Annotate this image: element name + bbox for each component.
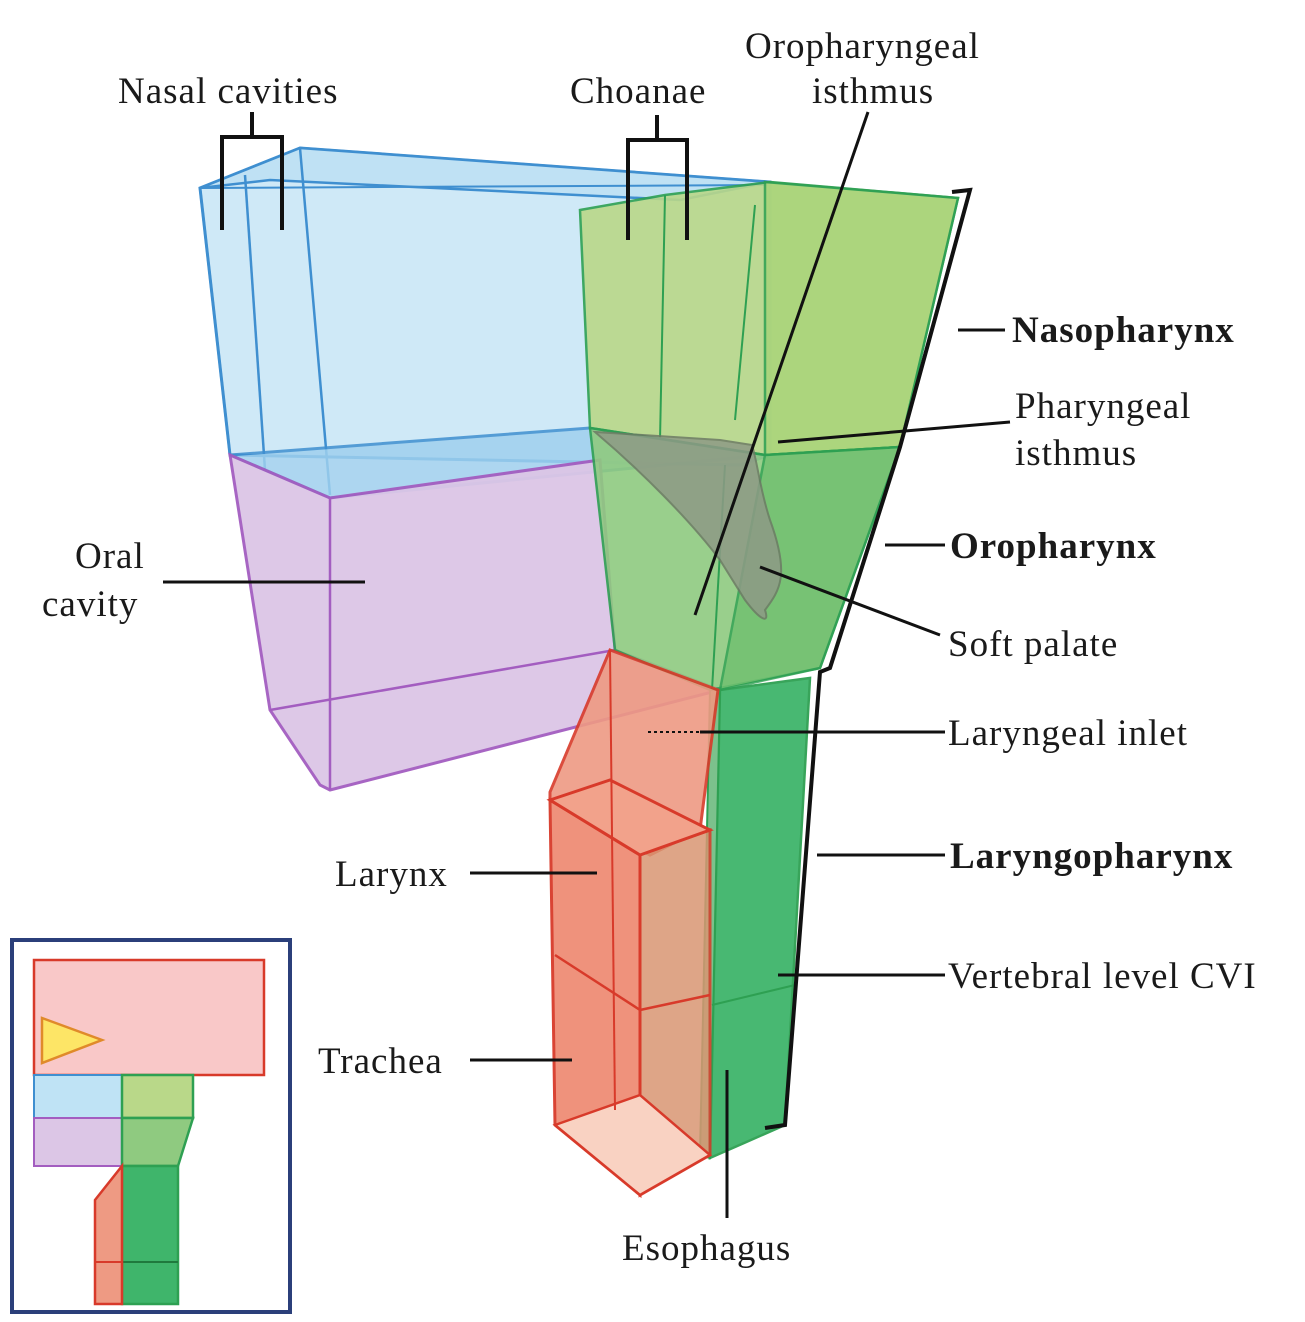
label-oropharyngeal-isthmus-line1: Oropharyngeal: [745, 26, 980, 67]
label-trachea: Trachea: [318, 1041, 443, 1082]
label-nasopharynx: Nasopharynx: [1012, 310, 1235, 351]
label-pharyngeal-isthmus-line2: isthmus: [1015, 433, 1137, 474]
label-oral-cavity-line2: cavity: [42, 584, 138, 625]
label-esophagus: Esophagus: [622, 1228, 791, 1269]
label-nasal-cavities: Nasal cavities: [118, 71, 339, 112]
label-laryngeal-inlet: Laryngeal inlet: [948, 713, 1188, 754]
label-vertebral-level: Vertebral level CVI: [948, 956, 1257, 997]
label-oral-cavity-line1: Oral: [75, 536, 145, 577]
label-oropharynx: Oropharynx: [950, 526, 1157, 567]
label-laryngopharynx: Laryngopharynx: [950, 836, 1233, 877]
label-choanae: Choanae: [570, 71, 706, 112]
inset-head: [34, 960, 264, 1075]
label-pharyngeal-isthmus-line1: Pharyngeal: [1015, 386, 1191, 427]
label-larynx: Larynx: [335, 854, 448, 895]
inset-orientation-diagram: [12, 940, 290, 1312]
label-soft-palate: Soft palate: [948, 624, 1118, 665]
label-oropharyngeal-isthmus-line2: isthmus: [812, 71, 934, 112]
